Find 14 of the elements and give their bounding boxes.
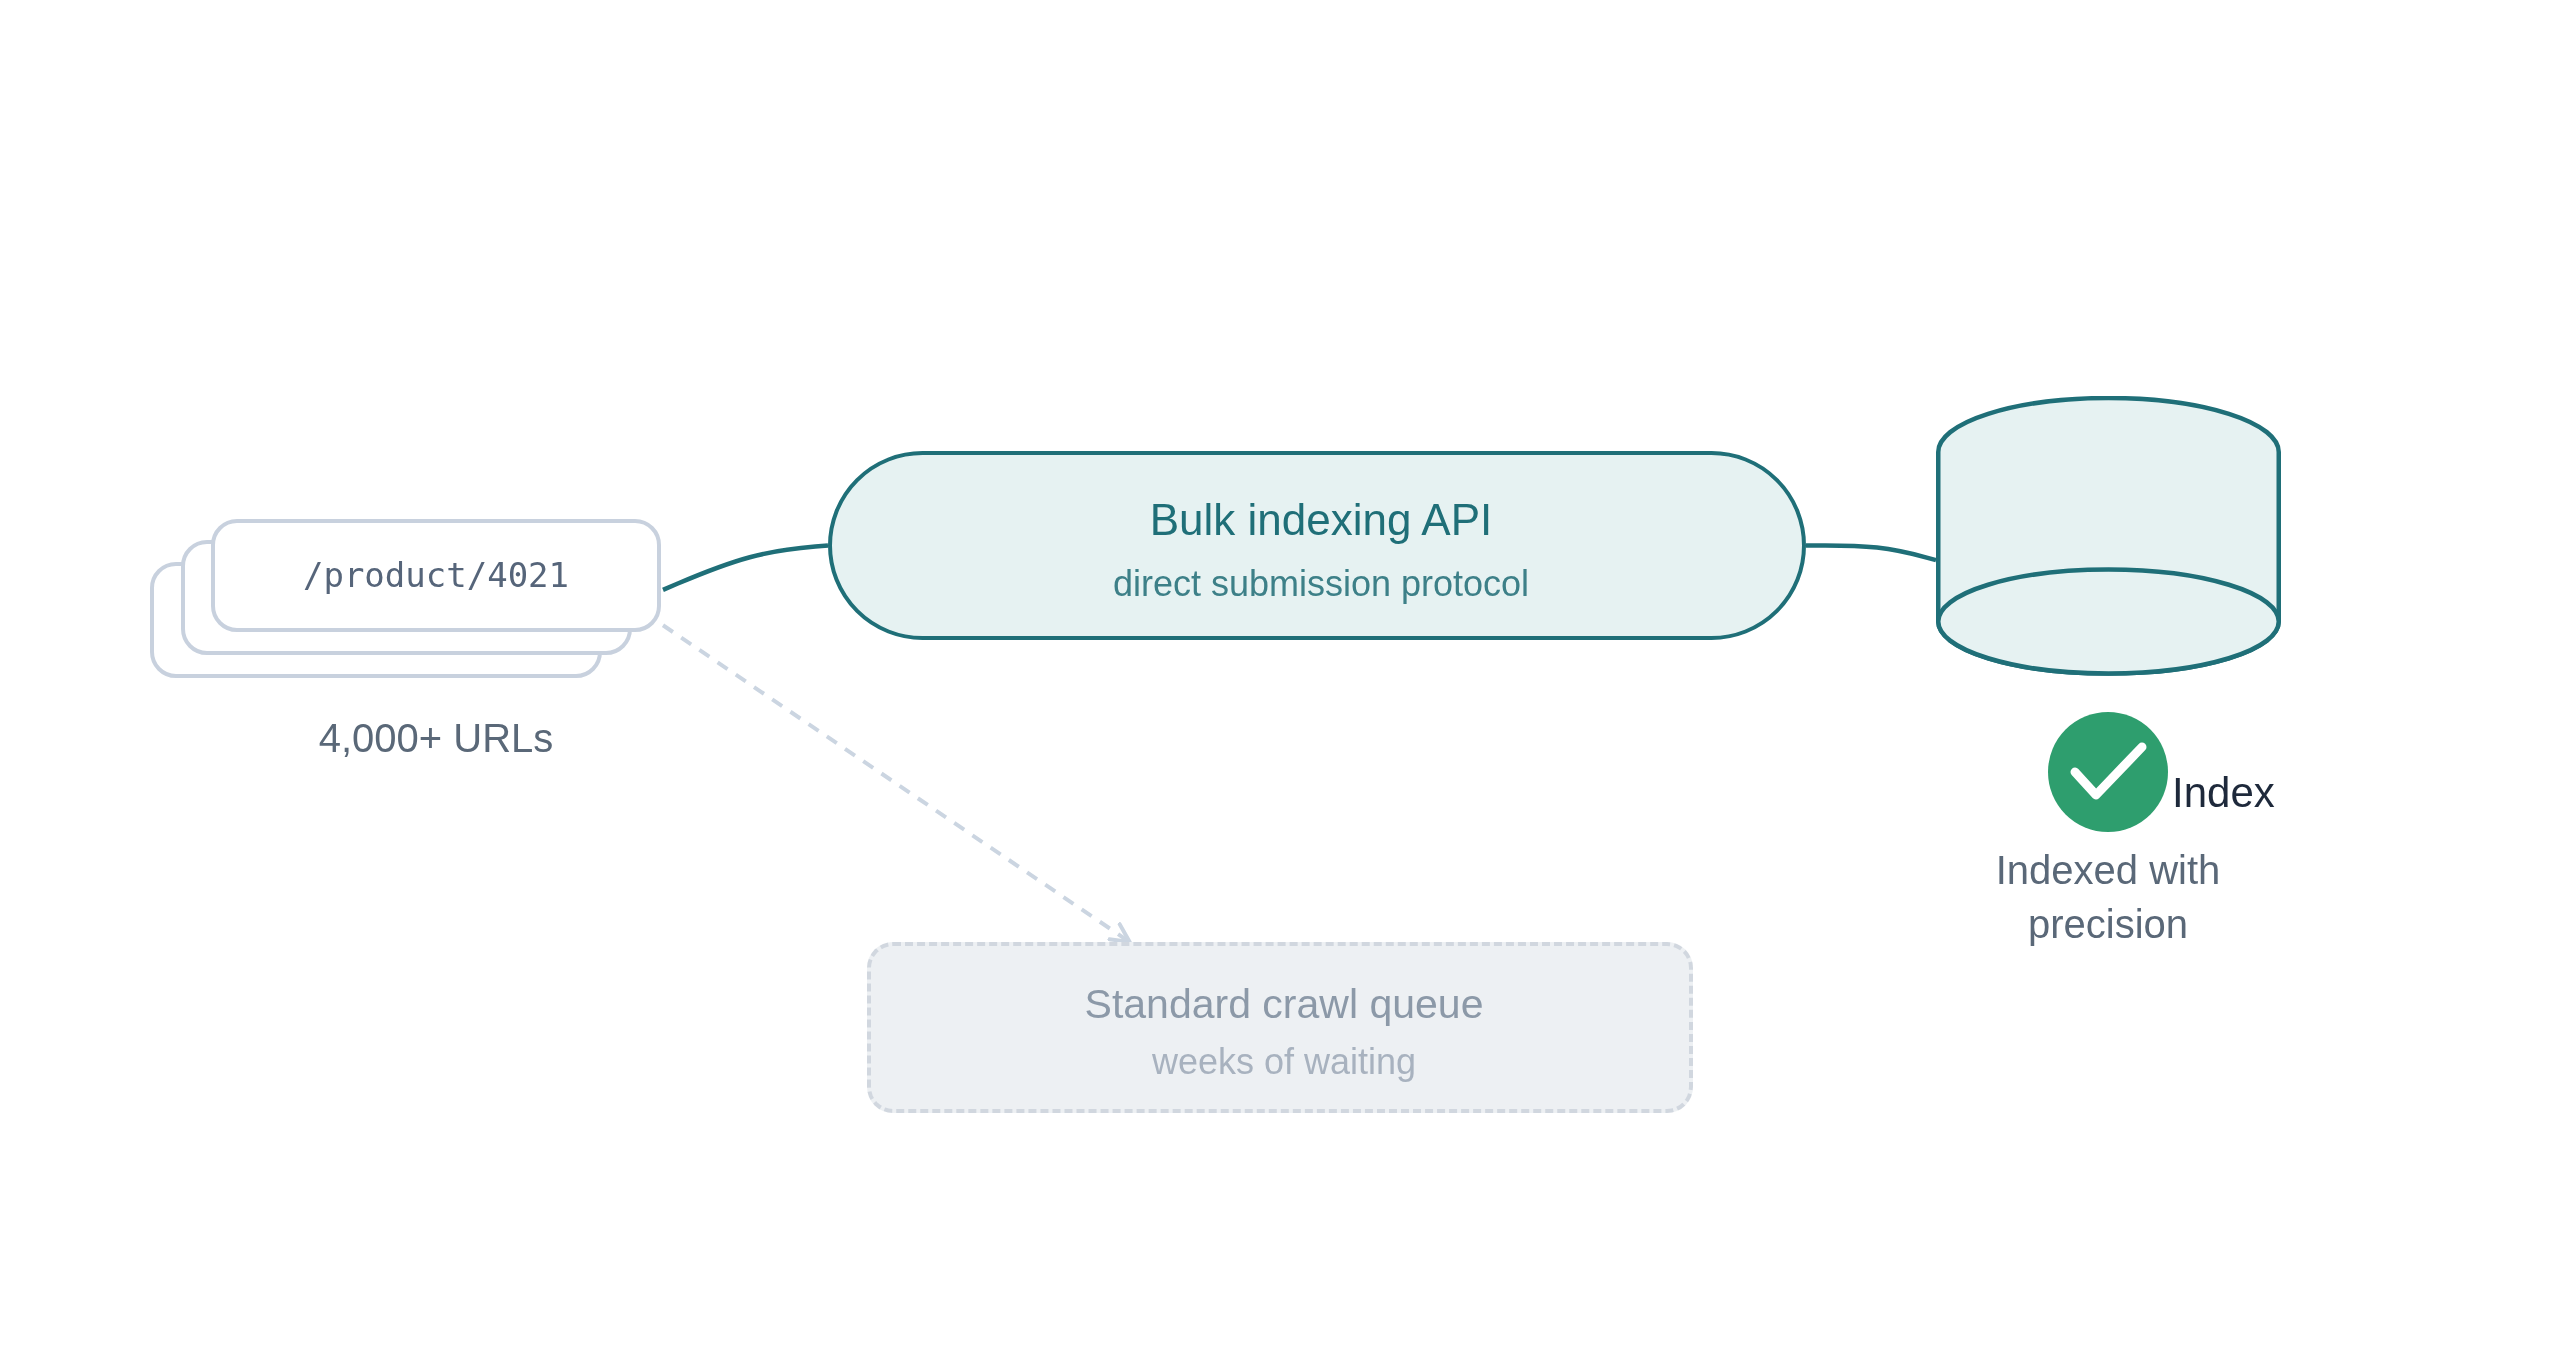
database-cylinder (1936, 396, 2281, 676)
dashed-arrow (661, 623, 1132, 944)
connector-line (662, 543, 829, 592)
queue-subtitle: weeks of waiting (1151, 1039, 1417, 1083)
index-caption: Indexed with precision (1994, 847, 2222, 948)
connector-line (1806, 543, 1937, 563)
queue-box (867, 942, 1693, 1113)
index-label: Index (2172, 767, 2275, 818)
api-title: Bulk indexing API (1149, 493, 1493, 546)
api-subtitle: direct submission protocol (1112, 562, 1530, 606)
url-path: /product/4021 (302, 555, 570, 596)
url-count-caption: 4,000+ URLs (318, 715, 554, 762)
queue-title: Standard crawl queue (1084, 980, 1484, 1030)
url-card-stack (150, 519, 663, 680)
